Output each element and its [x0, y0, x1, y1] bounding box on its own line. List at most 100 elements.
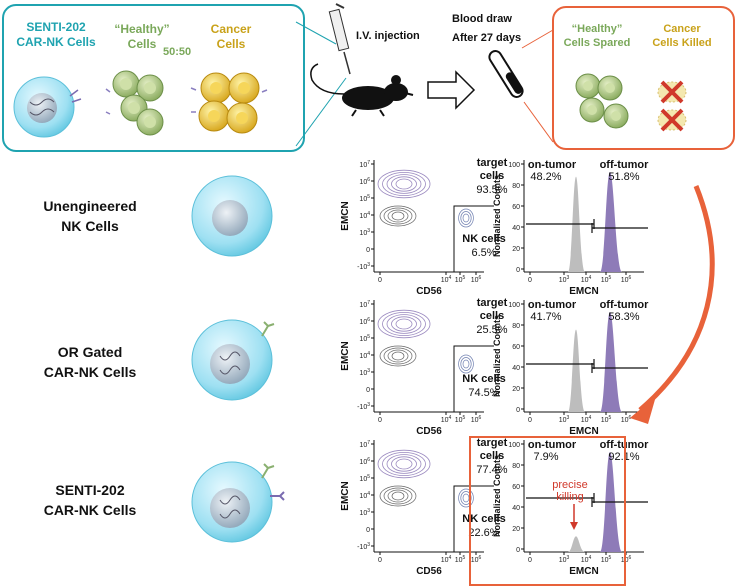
- flow-y-tick-label: 107: [359, 160, 370, 169]
- hist-y-axis-label: Normalized Counts: [492, 455, 502, 537]
- ratio-label: 50:50: [163, 46, 192, 58]
- flow-y-tick-label: 104: [359, 491, 370, 500]
- on-tumor-gate: [526, 359, 595, 369]
- hist-y-tick-label: 0: [516, 547, 520, 554]
- on-tumor-gate: [526, 219, 595, 229]
- senti202-cell-icon: [13, 76, 82, 138]
- nk-cells-pct: 74.5%: [468, 387, 499, 399]
- nk-cells-pct: 6.5%: [471, 247, 496, 259]
- contour-ring: [382, 171, 426, 197]
- flow-y-tick-label: 105: [359, 474, 370, 483]
- on-tumor-label: on-tumor: [528, 439, 577, 451]
- on-tumor-pct: 48.2%: [530, 171, 561, 183]
- hist-x-tick-label: 103: [559, 415, 570, 424]
- hist-x-tick-label: 0: [528, 557, 532, 564]
- flow-y-tick-label: -103: [357, 262, 370, 271]
- contour-ring: [387, 489, 409, 503]
- hist-x-axis-label: EMCN: [569, 426, 598, 437]
- hist-y-tick-label: 100: [508, 162, 520, 169]
- flow-y-tick-label: 103: [359, 228, 370, 237]
- hist-y-tick-label: 60: [512, 484, 520, 491]
- senti202-car-nk-cell-icon: [191, 461, 285, 543]
- target-cells-pct: 25.5%: [476, 324, 507, 336]
- injection-label: I.V. injection: [356, 30, 420, 42]
- hist-x-tick-label: 0: [528, 277, 532, 284]
- flow-y-tick-label: 106: [359, 177, 370, 186]
- contour-ring: [391, 351, 405, 361]
- target-cells-contour: [377, 449, 431, 479]
- flow-y-tick-label: -103: [357, 402, 370, 411]
- on-tumor-label: on-tumor: [528, 159, 577, 171]
- hist-x-tick-label: 104: [581, 555, 592, 564]
- flow-y-tick-label: 106: [359, 317, 370, 326]
- hist-x-tick-label: 104: [581, 415, 592, 424]
- hist-y-tick-label: 80: [512, 463, 520, 470]
- contour-ring: [383, 347, 413, 365]
- flow-y-tick-label: 106: [359, 457, 370, 466]
- grey-cells-contour: [379, 345, 417, 367]
- hist-x-tick-label: 0: [528, 417, 532, 424]
- nk-gate: [453, 205, 494, 272]
- nk-cells-contour: [458, 354, 474, 374]
- hist-y-tick-label: 20: [512, 246, 520, 253]
- contour-ring: [462, 213, 470, 223]
- contour-ring: [460, 211, 472, 225]
- contour-ring: [383, 207, 413, 225]
- flow-x-axis-label: CD56: [416, 286, 442, 297]
- precise-killing-label: precise: [552, 479, 587, 491]
- flow-x-tick-label: 105: [455, 275, 466, 284]
- hist-x-axis-label: EMCN: [569, 566, 598, 577]
- result-illustration: [575, 73, 687, 132]
- result-panel: [552, 6, 735, 150]
- contour-ring: [391, 176, 417, 192]
- hist-x-tick-label: 105: [601, 555, 612, 564]
- off-tumor-label: off-tumor: [600, 299, 650, 311]
- contour-ring: [391, 456, 417, 472]
- off-tumor-gate: [591, 497, 648, 507]
- flow-y-tick-label: 107: [359, 440, 370, 449]
- flow-x-tick-label: 0: [378, 417, 382, 424]
- hist-y-tick-label: 60: [512, 344, 520, 351]
- healthy-cells-label: “Healthy” Cells: [114, 22, 170, 51]
- killed-cancer-cells-icon: [657, 80, 687, 132]
- syringe-icon: [328, 3, 351, 75]
- hist-y-axis-label: Normalized Counts: [492, 315, 502, 397]
- contour-ring: [379, 485, 417, 507]
- contour-ring: [377, 169, 431, 199]
- contour-ring: [458, 488, 474, 508]
- flow-y-tick-label: -103: [357, 542, 370, 551]
- unengineered-nk-cell-icon: [191, 175, 273, 257]
- flow-y-tick-label: 0: [366, 387, 370, 394]
- off-tumor-label: off-tumor: [600, 159, 650, 171]
- hist-x-tick-label: 103: [559, 555, 570, 564]
- target-cells-label: cells: [480, 450, 504, 462]
- flow-y-tick-label: 105: [359, 194, 370, 203]
- flow-y-tick-label: 103: [359, 368, 370, 377]
- off-tumor-pct: 58.3%: [608, 311, 639, 323]
- contour-ring: [458, 208, 474, 228]
- flow-y-tick-label: 105: [359, 334, 370, 343]
- on-tumor-pct: 7.9%: [533, 451, 558, 463]
- target-cells-label: target: [477, 297, 508, 309]
- grey-cells-contour: [379, 485, 417, 507]
- row2-label: OR Gated CAR-NK Cells: [43, 344, 137, 380]
- on-tumor-label: on-tumor: [528, 299, 577, 311]
- contour-ring: [379, 205, 417, 227]
- blood-tube-icon: [488, 50, 524, 98]
- hist-y-tick-label: 0: [516, 407, 520, 414]
- off-tumor-peak: [600, 172, 622, 272]
- contour-ring: [383, 487, 413, 505]
- precise-killing-label: killing: [556, 491, 584, 503]
- contour-ring: [377, 309, 431, 339]
- precise-killing-arrowhead: [570, 522, 578, 530]
- result-healthy-label: “Healthy” Cells Spared: [563, 23, 631, 49]
- flow-x-tick-label: 106: [471, 275, 482, 284]
- nk-cells-label: NK cells: [462, 233, 505, 245]
- contour-ring: [462, 359, 470, 369]
- contour-ring: [386, 174, 422, 194]
- flow-x-tick-label: 0: [378, 557, 382, 564]
